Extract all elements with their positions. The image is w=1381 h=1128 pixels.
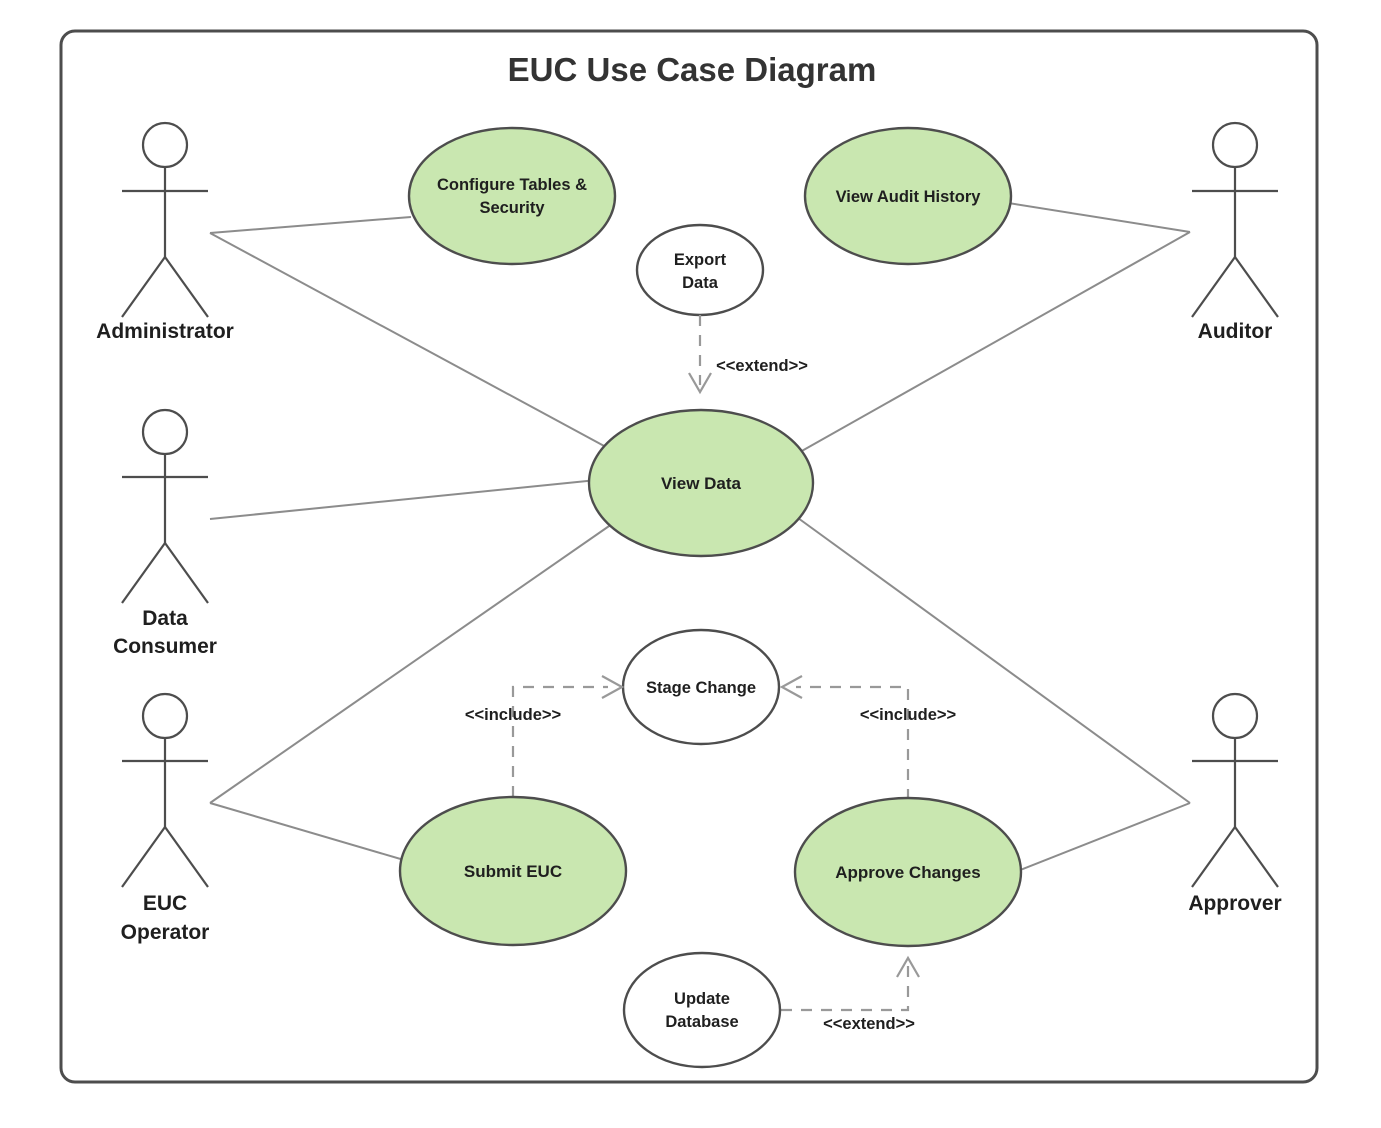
usecase-label-line1: View Data: [661, 474, 742, 493]
relationship-approve-changes-include-stage-change: <<include>>: [779, 675, 956, 800]
usecase-label-line1: Submit EUC: [464, 862, 562, 881]
page-title: EUC Use Case Diagram: [508, 51, 877, 88]
open-arrowhead-icon: [688, 372, 712, 395]
actor-label-data-consumer-line1: Data: [142, 607, 188, 630]
usecase-update-database[interactable]: Update Database: [622, 951, 782, 1069]
actor-label-approver: Approver: [1188, 892, 1281, 915]
actor-label-administrator: Administrator: [96, 320, 234, 343]
relationship-export-data-extend-view-data: <<extend>>: [688, 315, 808, 395]
actor-head-icon: [1211, 692, 1259, 740]
usecase-shape: [622, 951, 782, 1069]
usecase-label-line1: Update: [674, 990, 730, 1008]
association-data-consumer-view-data: [209, 479, 598, 520]
usecase-shape: [587, 408, 815, 558]
actor-leg-left: [121, 826, 166, 888]
usecase-submit-euc[interactable]: Submit EUC: [398, 795, 628, 947]
actor-leg-left: [121, 542, 166, 604]
actor-data-consumer[interactable]: Data Consumer: [113, 408, 217, 658]
stereotype-label-include: <<include>>: [860, 706, 956, 724]
actor-label-auditor: Auditor: [1198, 320, 1273, 343]
open-arrowhead-icon: [601, 675, 625, 699]
relationship-update-database-extend-approve-changes: <<extend>>: [781, 955, 920, 1033]
association-approver-approve-changes: [1004, 802, 1191, 877]
stereotype-label-extend: <<extend>>: [823, 1015, 915, 1033]
dependency-line: [511, 685, 608, 797]
actor-euc-operator[interactable]: EUC Operator: [121, 692, 210, 944]
usecase-stage-change[interactable]: Stage Change: [621, 628, 781, 746]
actor-label-euc-operator-line1: EUC: [143, 892, 187, 915]
actor-leg-left: [1191, 826, 1236, 888]
stereotype-label-include: <<include>>: [465, 706, 561, 724]
usecase-shape: [407, 126, 617, 266]
usecase-view-audit-history[interactable]: View Audit History: [803, 126, 1013, 266]
usecase-configure-tables-security[interactable]: Configure Tables & Security: [407, 126, 617, 266]
open-arrowhead-icon: [896, 955, 920, 978]
actor-head-icon: [1211, 121, 1259, 169]
association-approver-view-data: [797, 517, 1191, 804]
usecase-label-line1: Stage Change: [646, 679, 756, 697]
association-administrator-configure-tables-security: [209, 216, 412, 234]
association-auditor-view-audit-history: [1001, 201, 1191, 233]
usecase-label-line2: Database: [665, 1013, 738, 1031]
open-arrowhead-icon: [779, 675, 803, 699]
usecase-export-data[interactable]: Export Data: [635, 223, 765, 317]
actor-label-data-consumer-line2: Consumer: [113, 635, 217, 658]
actor-leg-left: [1191, 256, 1236, 318]
association-auditor-view-data: [799, 231, 1191, 453]
actor-head-icon: [141, 408, 189, 456]
dependency-line: [796, 685, 910, 800]
actor-label-euc-operator-line2: Operator: [121, 921, 210, 944]
actor-leg-left: [121, 256, 166, 318]
diagram-frame: [59, 29, 1319, 1084]
usecase-label-line1: Export: [674, 251, 727, 269]
usecase-shape: [803, 126, 1013, 266]
usecase-label-line2: Data: [682, 274, 719, 292]
usecase-shape: [793, 796, 1023, 948]
association-administrator-view-data: [209, 232, 607, 448]
relationship-submit-euc-include-stage-change: <<include>>: [465, 675, 625, 797]
actor-administrator[interactable]: Administrator: [96, 121, 234, 343]
usecase-label-line1: Approve Changes: [835, 863, 980, 882]
usecase-shape: [398, 795, 628, 947]
actor-leg-right: [164, 826, 209, 888]
stereotype-label-extend: <<extend>>: [716, 357, 808, 375]
usecase-label-line1: View Audit History: [836, 188, 982, 206]
actor-head-icon: [141, 121, 189, 169]
usecase-label-line1: Configure Tables &: [437, 176, 587, 194]
actor-auditor[interactable]: Auditor: [1191, 121, 1279, 343]
usecase-approve-changes[interactable]: Approve Changes: [793, 796, 1023, 948]
actor-leg-right: [164, 542, 209, 604]
association-layer: [209, 201, 1191, 877]
actor-leg-right: [164, 256, 209, 318]
association-euc-operator-submit-euc: [209, 802, 405, 861]
dependency-line: [781, 965, 910, 1012]
actor-leg-right: [1234, 256, 1279, 318]
actor-leg-right: [1234, 826, 1279, 888]
association-euc-operator-view-data: [209, 523, 613, 804]
actor-approver[interactable]: Approver: [1188, 692, 1282, 915]
usecase-shape: [635, 223, 765, 317]
usecase-view-data[interactable]: View Data: [587, 408, 815, 558]
usecase-label-line2: Security: [479, 199, 545, 217]
actor-head-icon: [141, 692, 189, 740]
